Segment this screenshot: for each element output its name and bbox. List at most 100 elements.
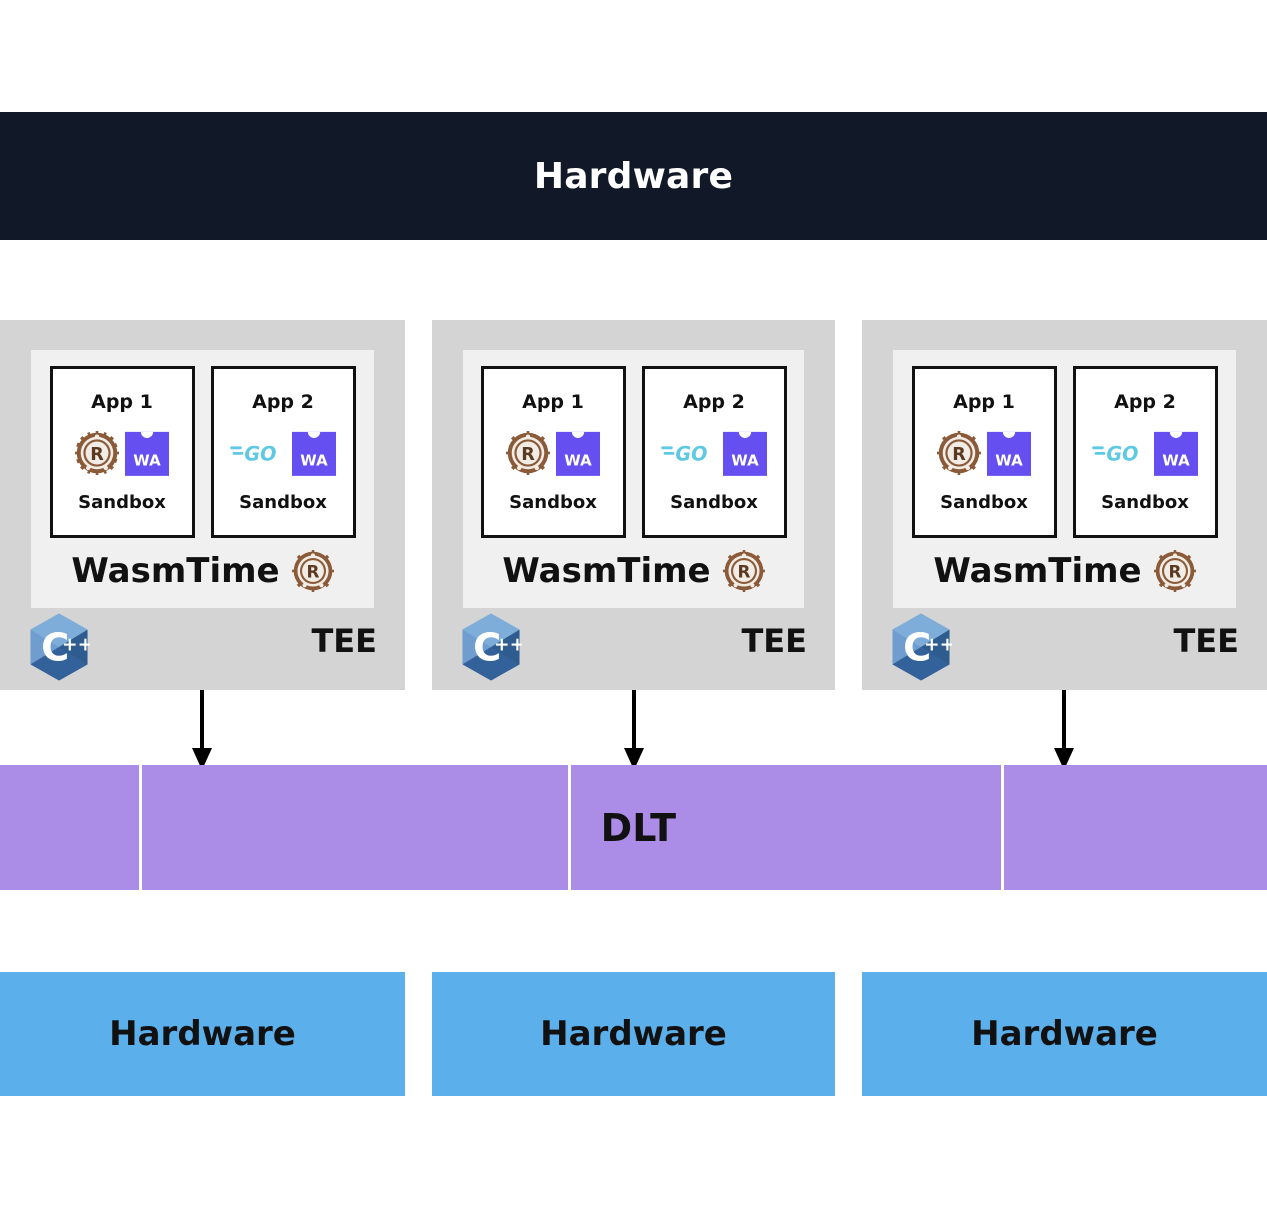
wasmtime-label: WasmTime xyxy=(933,551,1142,591)
svg-text:R: R xyxy=(90,445,104,465)
svg-text:++: ++ xyxy=(62,635,90,656)
tee-footer-3: C ++ TEE xyxy=(862,608,1267,690)
dlt-segment-2 xyxy=(141,765,568,890)
app-title: App 1 xyxy=(91,390,153,413)
app-sandbox-label: Sandbox xyxy=(670,492,758,514)
cpp-icon-wrapper: C ++ xyxy=(28,612,90,682)
svg-text:++: ++ xyxy=(924,635,952,656)
hardware-box-1: Hardware xyxy=(0,972,405,1096)
app-icon-row: R WA xyxy=(75,429,169,477)
dlt-segment-3: DLT xyxy=(570,765,1001,890)
go-icon-text: GO xyxy=(244,442,276,465)
webassembly-icon: WA xyxy=(556,431,600,476)
hardware-box-label: Hardware xyxy=(540,1014,727,1054)
webassembly-icon-text: WA xyxy=(731,451,759,469)
svg-text:R: R xyxy=(952,445,966,465)
svg-text:C: C xyxy=(41,626,69,671)
apps-row-1: App 1 xyxy=(31,366,374,538)
app-title: App 2 xyxy=(683,390,745,413)
wasmtime-row-1: WasmTime R xyxy=(31,542,374,600)
app-box-1-1[interactable]: App 1 xyxy=(49,366,195,538)
rust-icon: R xyxy=(506,430,550,475)
cpp-icon: C ++ xyxy=(30,613,90,681)
cpp-icon-wrapper: C ++ xyxy=(890,612,952,682)
webassembly-icon: WA xyxy=(125,431,169,476)
svg-text:C: C xyxy=(903,626,931,671)
wasmtime-row-3: WasmTime R xyxy=(893,542,1236,600)
webassembly-icon-text: WA xyxy=(995,451,1023,469)
app-icon-row: R WA xyxy=(937,429,1031,477)
tee-panel-2: App 1 xyxy=(432,320,835,690)
webassembly-icon-text: WA xyxy=(300,451,328,469)
go-icon-text: GO xyxy=(1106,442,1138,465)
rust-icon: R xyxy=(937,430,981,475)
app-box-2-2[interactable]: App 2 GO WA xyxy=(641,366,787,538)
wasmtime-label: WasmTime xyxy=(502,551,711,591)
hardware-box-label: Hardware xyxy=(971,1014,1158,1054)
app-icon-row: GO WA xyxy=(1092,429,1198,477)
tee-footer-1: C ++ TEE xyxy=(0,608,405,690)
svg-text:R: R xyxy=(1168,562,1181,582)
top-hardware-banner-label: Hardware xyxy=(533,155,734,197)
webassembly-icon-text: WA xyxy=(133,451,161,469)
svg-text:R: R xyxy=(306,562,319,582)
tee-panel-3: App 1 xyxy=(862,320,1267,690)
apps-row-3: App 1 xyxy=(893,366,1236,538)
app-sandbox-label: Sandbox xyxy=(509,492,597,514)
app-sandbox-label: Sandbox xyxy=(1101,492,1189,514)
wasmtime-runtime-container-1: App 1 xyxy=(31,350,374,608)
app-box-2-1[interactable]: App 1 xyxy=(480,366,626,538)
hardware-box-2: Hardware xyxy=(432,972,835,1096)
app-box-3-1[interactable]: App 1 xyxy=(911,366,1057,538)
webassembly-icon: WA xyxy=(1154,431,1198,476)
dlt-label: DLT xyxy=(600,805,677,850)
arrow-tee-3-to-dlt xyxy=(1054,690,1074,770)
cpp-icon: C ++ xyxy=(892,613,952,681)
webassembly-icon-text: WA xyxy=(1162,451,1190,469)
app-box-3-2[interactable]: App 2 GO WA xyxy=(1072,366,1218,538)
wasmtime-row-2: WasmTime R xyxy=(463,542,804,600)
go-icon-text: GO xyxy=(675,442,707,465)
app-title: App 2 xyxy=(252,390,314,413)
go-icon: GO xyxy=(661,442,707,465)
hardware-box-3: Hardware xyxy=(862,972,1267,1096)
rust-icon: R xyxy=(291,550,334,592)
apps-row-2: App 1 xyxy=(463,366,804,538)
app-icon-row: R WA xyxy=(506,429,600,477)
hardware-box-label: Hardware xyxy=(109,1014,296,1054)
dlt-strip: DLT xyxy=(0,765,1267,890)
go-icon: GO xyxy=(1092,442,1138,465)
wasmtime-label: WasmTime xyxy=(71,551,280,591)
webassembly-icon: WA xyxy=(292,431,336,476)
wasmtime-runtime-container-3: App 1 xyxy=(893,350,1236,608)
app-sandbox-label: Sandbox xyxy=(239,492,327,514)
tee-panel-1: App 1 xyxy=(0,320,405,690)
tee-label: TEE xyxy=(311,622,377,660)
dlt-segment-4 xyxy=(1003,765,1267,890)
tee-label: TEE xyxy=(1173,622,1239,660)
app-box-1-2[interactable]: App 2 GO WA xyxy=(210,366,356,538)
tee-label: TEE xyxy=(741,622,807,660)
cpp-icon: C ++ xyxy=(462,613,522,681)
app-title: App 2 xyxy=(1114,390,1176,413)
app-icon-row: GO WA xyxy=(661,429,767,477)
dlt-segment-1 xyxy=(0,765,139,890)
app-sandbox-label: Sandbox xyxy=(78,492,166,514)
rust-icon: R xyxy=(75,430,119,475)
app-title: App 1 xyxy=(953,390,1015,413)
app-sandbox-label: Sandbox xyxy=(940,492,1028,514)
svg-text:R: R xyxy=(521,445,535,465)
webassembly-icon: WA xyxy=(987,431,1031,476)
webassembly-icon: WA xyxy=(723,431,767,476)
svg-text:C: C xyxy=(473,626,501,671)
app-icon-row: GO WA xyxy=(230,429,336,477)
rust-icon: R xyxy=(722,550,765,592)
cpp-icon-wrapper: C ++ xyxy=(460,612,522,682)
arrow-tee-2-to-dlt xyxy=(624,690,644,770)
webassembly-icon-text: WA xyxy=(564,451,592,469)
top-hardware-banner: Hardware xyxy=(0,112,1267,240)
go-icon: GO xyxy=(230,442,276,465)
svg-text:++: ++ xyxy=(494,635,522,656)
arrow-tee-1-to-dlt xyxy=(192,690,212,770)
